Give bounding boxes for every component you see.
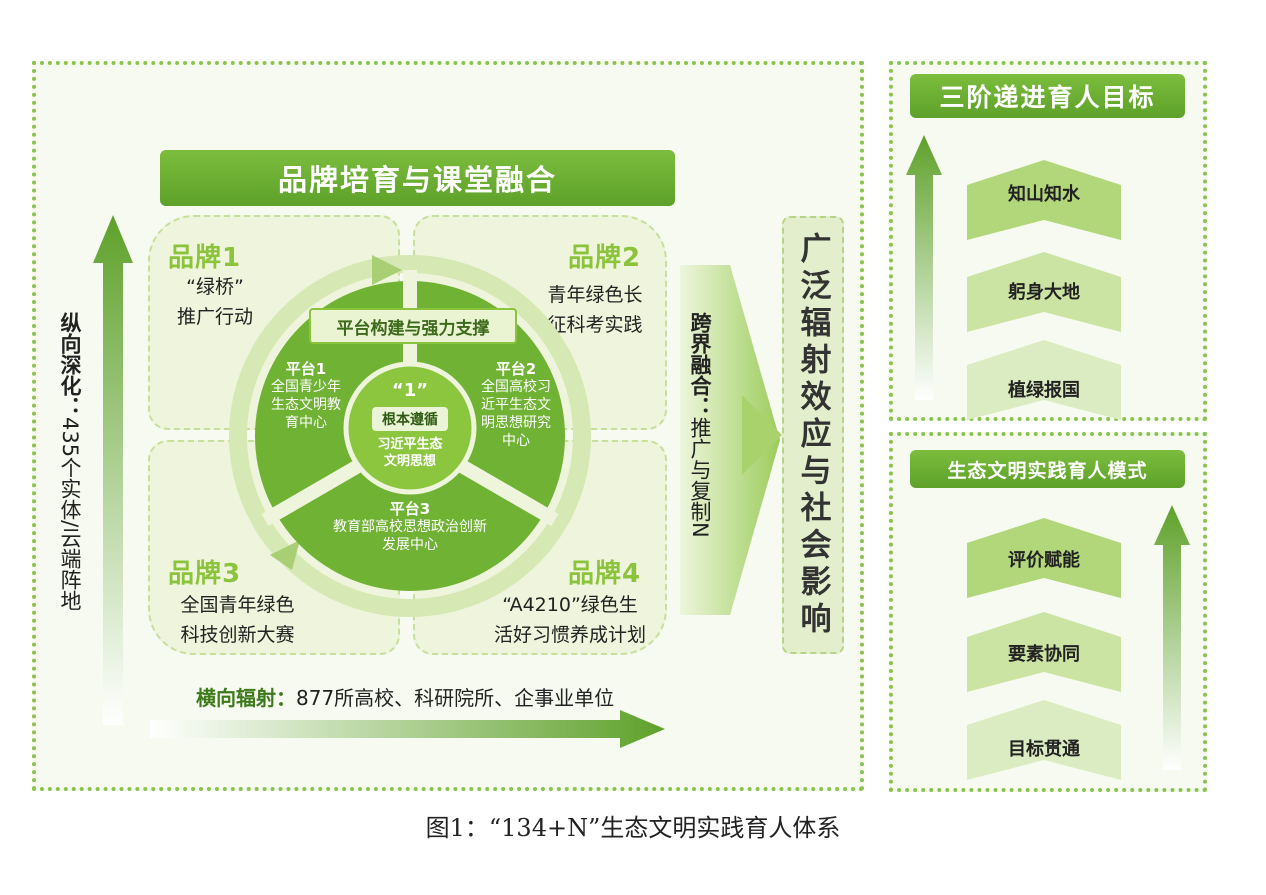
platform-2-line: 近平生态文 [481,397,551,413]
platform-3-title: 平台3 [389,500,431,518]
cross-arrow [680,265,780,615]
platform-1-line: 育中心 [285,415,327,431]
platform-1-line: 生态文明教 [271,397,341,413]
goals-level-3-shape [967,340,1121,420]
vertical-deepening-bold: 纵向深化： [58,312,82,417]
goals-level-2: 躬身大地 [1008,282,1080,303]
brand-1-title: 品牌1 [168,243,242,273]
platform-2: 平台2 全国高校习 近平生态文 明思想研究 中心 [468,360,564,450]
platform-1-line: 全国青少年 [271,379,341,395]
platform-3: 平台3 教育部高校思想政治创新 发展中心 [315,500,505,554]
goals-banner: 三阶递进育人目标 [910,74,1185,118]
horizontal-radiation-text: 横向辐射：877所高校、科研院所、企事业单位 [196,682,614,711]
cross-integration-bold: 跨界融合： [688,312,712,417]
platform-3-line: 教育部高校思想政治创新 [333,519,487,535]
figure-caption: 图1：“134+N”生态文明实践育人体系 [425,814,841,842]
brand-3-line: 全国青年绿色 [180,594,295,616]
impact-box: 广泛辐射效应与社会影响 [782,216,844,654]
vertical-arrow [93,215,133,725]
goals-level-1-shape [967,160,1121,240]
cross-integration-rest: 推广与复制N [688,417,712,538]
mode-level-2-shape [967,612,1121,692]
vertical-deepening-rest: 435个实体/云端阵地 [58,417,82,612]
mode-level-1: 评价赋能 [1008,550,1080,571]
horizontal-radiation-bold: 横向辐射： [196,686,296,710]
cross-integration-text: 跨界融合：推广与复制N [688,312,712,612]
brand-3-line: 科技创新大赛 [180,624,295,646]
center-number: “1” [391,380,429,401]
brand-3-text: 全国青年绿色 科技创新大赛 [165,590,310,650]
center-thought-line: 习近平生态 [377,437,443,452]
horizontal-arrow [150,710,665,748]
impact-arrow [742,395,782,475]
goals-level-3: 植绿报国 [1008,380,1080,401]
brand-1-line: “绿桥” [186,276,244,298]
mode-arrow [1154,505,1190,770]
brand-3-title: 品牌3 [168,559,242,589]
mode-level-2: 要素协同 [1008,644,1080,665]
platform-3-line: 发展中心 [382,537,438,553]
platform-support-banner: 平台构建与强力支撑 [309,308,517,344]
center-thought-line: 文明思想 [383,454,436,469]
brand-4-text: “A4210”绿色生 活好习惯养成计划 [480,590,660,650]
center-label: 根本遵循 [382,412,438,428]
platform-2-line: 中心 [502,433,530,449]
goals-level-2-shape [967,252,1121,332]
goals-arrow [906,135,942,400]
brand-4-line: “A4210”绿色生 [502,594,638,616]
brand-4-line: 活好习惯养成计划 [493,624,646,646]
main-banner: 品牌培育与课堂融合 [160,150,675,206]
platform-2-line: 全国高校习 [481,379,551,395]
brand-4-title: 品牌4 [568,559,642,589]
platform-1-title: 平台1 [285,360,327,378]
vertical-deepening-text: 纵向深化：435个实体/云端阵地 [58,312,82,652]
mode-level-3-shape [967,700,1121,780]
mode-level-1-shape [967,518,1121,598]
goals-level-1: 知山知水 [1008,184,1080,205]
platform-2-title: 平台2 [495,360,537,378]
brand-2-title: 品牌2 [568,243,642,273]
mode-banner: 生态文明实践育人模式 [910,450,1185,488]
platform-1: 平台1 全国青少年 生态文明教 育中心 [258,360,354,432]
brand-1-text: “绿桥” 推广行动 [160,272,270,332]
brand-2-text: 青年绿色长 征科考实践 [530,280,660,340]
center-thought: 习近平生态 文明思想 [360,436,460,470]
platform-2-line: 明思想研究 [481,415,551,431]
brand-1-line: 推广行动 [176,306,253,328]
brand-2-line: 青年绿色长 [547,284,643,306]
horizontal-radiation-rest: 877所高校、科研院所、企事业单位 [296,686,615,710]
brand-2-line: 征科考实践 [547,314,643,336]
mode-level-3: 目标贯通 [1008,739,1080,760]
